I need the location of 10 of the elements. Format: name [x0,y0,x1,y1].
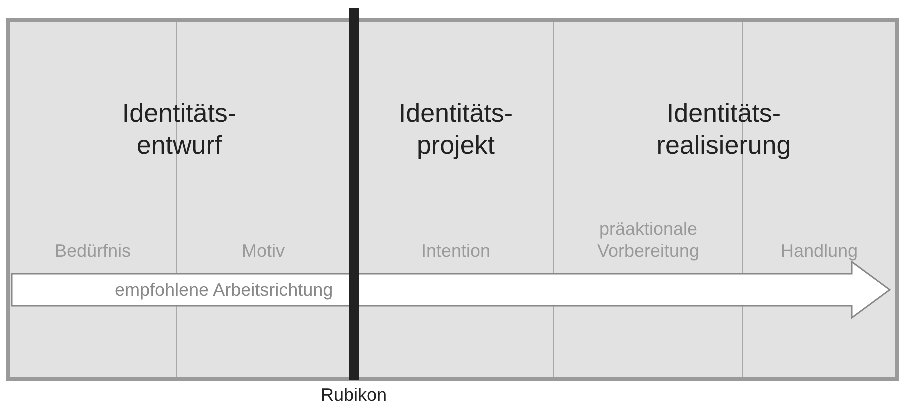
stage-label: präaktionale Vorbereitung [596,218,701,262]
phase-heading: Identitäts- projekt [398,97,514,161]
arrow-label: empfohlene Arbeitsrichtung [115,279,334,301]
stage-label: Intention [420,240,492,262]
boundary-label: Rubikon [320,385,388,406]
phase-heading: Identitäts- entwurf [121,97,238,161]
stage-label: Bedürfnis [54,240,132,262]
stage-label: Handlung [780,240,860,262]
phase-heading: Identitäts- realisierung [656,97,792,161]
stage-label: Motiv [240,240,286,262]
